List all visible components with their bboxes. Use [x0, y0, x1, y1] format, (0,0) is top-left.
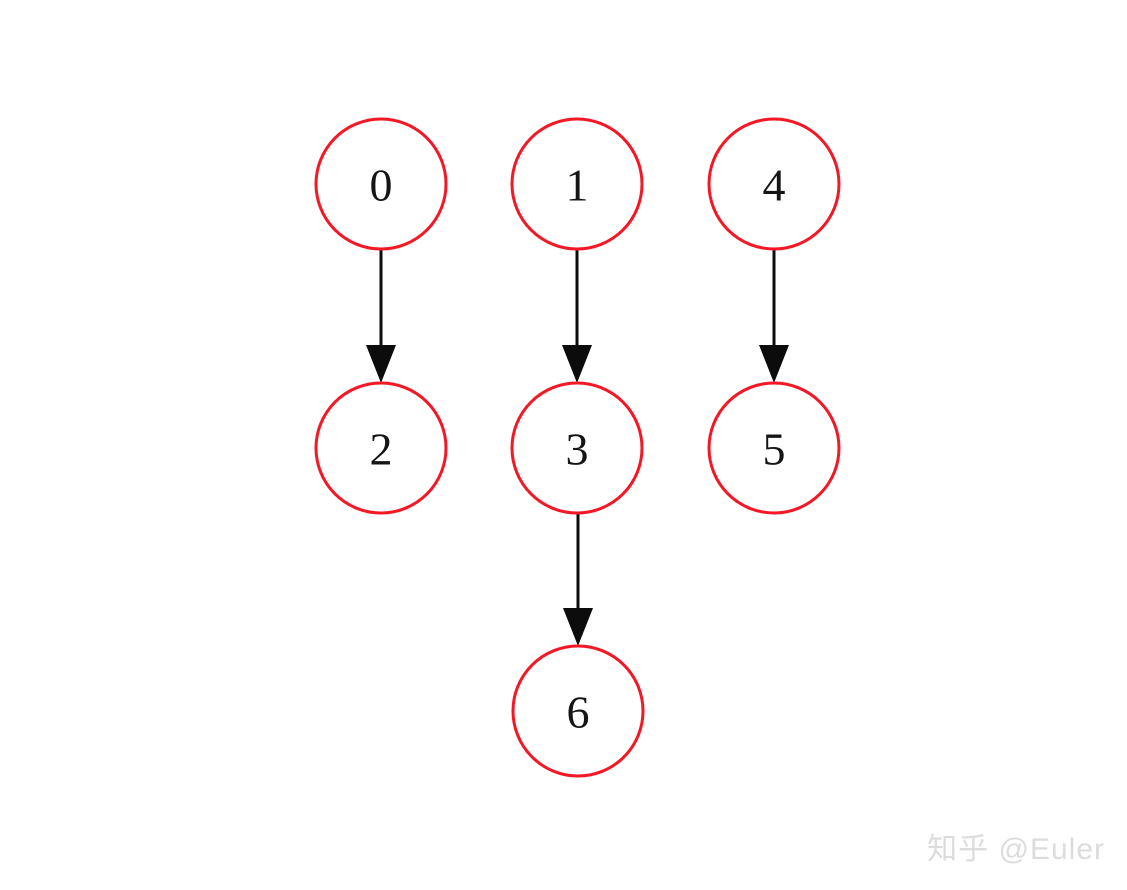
graph-node-2[interactable]: 2 — [314, 381, 448, 515]
graph-node-3[interactable]: 3 — [510, 381, 644, 515]
node-layer: 0 1 4 2 3 5 6 — [314, 117, 841, 778]
graph-node-5[interactable]: 5 — [707, 381, 841, 515]
graph-node-3-label: 3 — [566, 424, 589, 475]
graph-node-0-label: 0 — [370, 160, 393, 211]
edge-3-to-6-arrowhead — [563, 608, 593, 646]
graph-node-6-circle — [511, 644, 645, 778]
graph-node-3-circle — [510, 381, 644, 515]
edge-1-to-3-arrowhead — [562, 345, 592, 383]
graph-node-2-circle — [314, 381, 448, 515]
edge-4-to-5-arrowhead — [759, 345, 789, 383]
graph-node-5-label: 5 — [763, 424, 786, 475]
edge-3-to-6[interactable] — [563, 513, 593, 646]
edge-0-to-2-arrowhead — [366, 345, 396, 383]
watermark-label: 知乎 @Euler — [927, 833, 1105, 866]
edge-1-to-3[interactable] — [562, 249, 592, 383]
graph-node-2-label: 2 — [370, 424, 393, 475]
graph-node-4[interactable]: 4 — [707, 117, 841, 251]
edge-0-to-2[interactable] — [366, 249, 396, 383]
edge-layer — [366, 249, 789, 646]
graph-node-1[interactable]: 1 — [510, 117, 644, 251]
graph-node-4-circle — [707, 117, 841, 251]
graph-node-0-circle — [314, 117, 448, 251]
edge-4-to-5[interactable] — [759, 249, 789, 383]
graph-node-5-circle — [707, 381, 841, 515]
graph-node-0[interactable]: 0 — [314, 117, 448, 251]
graph-node-4-label: 4 — [763, 160, 786, 211]
graph-node-1-label: 1 — [566, 160, 589, 211]
graph-node-6[interactable]: 6 — [511, 644, 645, 778]
graph-node-6-label: 6 — [567, 687, 590, 738]
graph-node-1-circle — [510, 117, 644, 251]
